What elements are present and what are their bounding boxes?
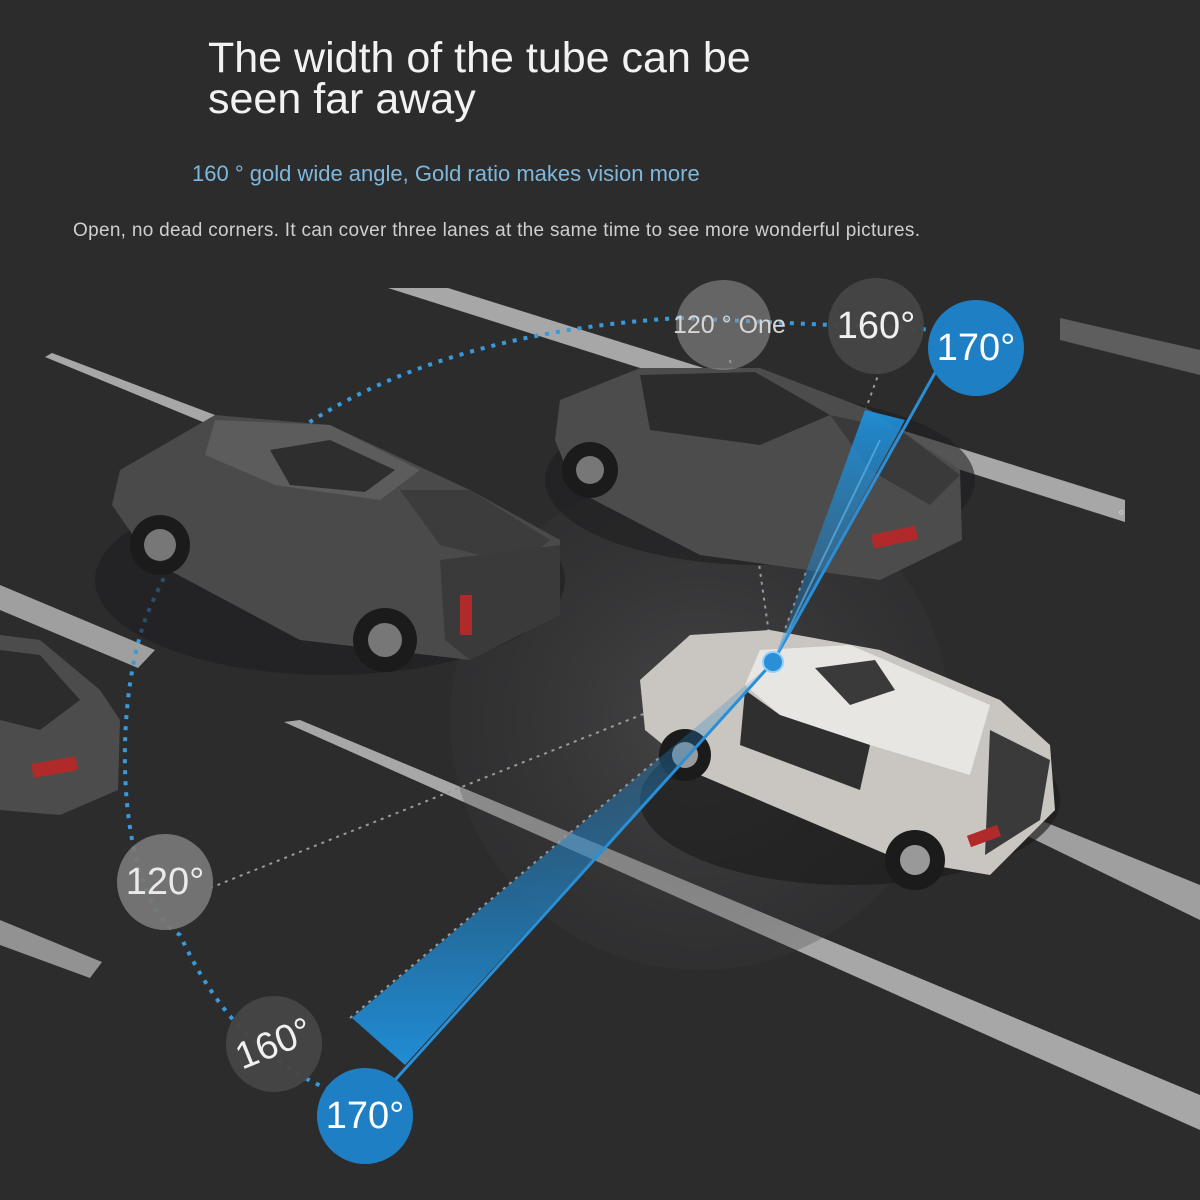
badge-top-160: 160° xyxy=(828,278,924,374)
fov-center-forward xyxy=(772,439,881,663)
fov-beam-forward xyxy=(773,410,905,662)
label-120-one: 120 ° One xyxy=(673,311,786,339)
lane-line-far-right xyxy=(1060,318,1200,375)
badge-top-170: 170° xyxy=(928,300,1024,396)
lane-line-left-mid xyxy=(0,585,155,668)
subheadline: 160 ° gold wide angle, Gold ratio makes … xyxy=(192,161,700,186)
headline-line-1: The width of the tube can be xyxy=(208,34,751,82)
silver-wagon xyxy=(640,630,1060,890)
left-sedan xyxy=(0,635,120,815)
badge-top-120 xyxy=(676,280,771,370)
description: Open, no dead corners. It can cover thre… xyxy=(73,220,921,241)
lane-line-right xyxy=(1015,818,1200,920)
headline: The width of the tube can be seen far aw… xyxy=(208,37,908,123)
headline-line-2: seen far away xyxy=(208,75,476,123)
camera-point xyxy=(762,651,784,673)
lane-line-lower-left xyxy=(0,920,102,978)
badge-left-120: 120° xyxy=(117,834,213,930)
fov-edge-rear xyxy=(393,660,775,1082)
degree-mark: ° xyxy=(1118,508,1125,525)
fov-beam-rear xyxy=(352,662,773,1065)
badge-left-170: 170° xyxy=(317,1068,413,1164)
fov-edge-forward xyxy=(771,354,947,663)
pickup-truck xyxy=(95,415,565,675)
